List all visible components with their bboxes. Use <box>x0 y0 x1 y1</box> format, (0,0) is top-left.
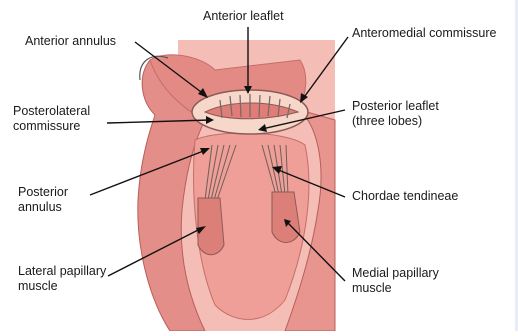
label-lateral-papillary-line1: Lateral papillary <box>18 264 106 279</box>
label-medial-papillary-line2: muscle <box>352 281 439 296</box>
label-medial-papillary-muscle: Medial papillary muscle <box>352 266 439 296</box>
label-posterolateral-line1: Posterolateral <box>13 104 90 119</box>
label-chordae-tendineae: Chordae tendineae <box>352 189 458 204</box>
label-posterior-leaflet-line1: Posterior leaflet <box>352 99 439 114</box>
label-lateral-papillary-muscle: Lateral papillary muscle <box>18 264 106 294</box>
label-anteromedial-commissure: Anteromedial commissure <box>352 26 518 41</box>
label-posterior-annulus-line1: Posterior <box>18 185 68 200</box>
label-posterior-leaflet: Posterior leaflet (three lobes) <box>352 99 439 129</box>
label-posterior-annulus: Posterior annulus <box>18 185 68 215</box>
label-posterior-annulus-line2: annulus <box>18 200 68 215</box>
label-posterolateral-commissure: Posterolateral commissure <box>13 104 90 134</box>
label-posterolateral-line2: commissure <box>13 119 90 134</box>
label-anterior-leaflet: Anterior leaflet <box>203 9 284 24</box>
label-anterior-annulus: Anterior annulus <box>25 34 116 49</box>
label-medial-papillary-line1: Medial papillary <box>352 266 439 281</box>
label-posterior-leaflet-line2: (three lobes) <box>352 114 439 129</box>
label-lateral-papillary-line2: muscle <box>18 279 106 294</box>
lateral-papillary-muscle <box>198 198 224 255</box>
